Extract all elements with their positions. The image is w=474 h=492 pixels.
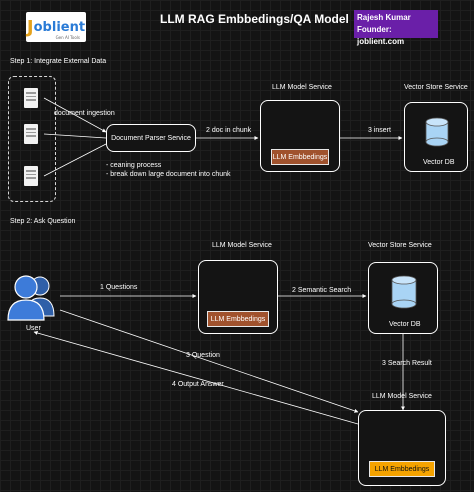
- vector-db-label-2: Vector DB: [389, 321, 421, 328]
- llm-model-service-2: LLM Embbedings: [198, 260, 278, 334]
- database-icon: [425, 117, 449, 147]
- note-cleaning: - ceaning process: [106, 162, 162, 169]
- llm-service-title-3: LLM Model Service: [372, 393, 432, 400]
- vector-store-title-2: Vector Store Service: [368, 242, 432, 249]
- llm-embeddings-1: LLM Embbedings: [271, 149, 329, 165]
- founder-text: Founder: joblient.com: [357, 25, 405, 46]
- llm-model-service-1: LLM Embbedings: [260, 100, 340, 172]
- edge-doc-mid: [43, 133, 107, 139]
- document-parser-service: Document Parser Service: [106, 124, 196, 152]
- llm-service-title-2: LLM Model Service: [212, 242, 272, 249]
- logo-text: oblient: [33, 19, 86, 35]
- founder-box: Rajesh Kumar Founder: joblient.com: [354, 10, 438, 46]
- label-doc-in-chunk: 2 doc in chunk: [206, 127, 252, 134]
- vector-db-label-1: Vector DB: [423, 159, 455, 166]
- label-output-answer: 4 Output Answer: [172, 381, 224, 388]
- logo-subtitle: Gen AI Tools: [55, 35, 80, 40]
- document-icon: [24, 166, 38, 186]
- step1-title: Step 1: Integrate External Data: [10, 58, 107, 65]
- edge-doc-bottom: [43, 143, 107, 177]
- llm-embeddings-2: LLM Embbedings: [207, 311, 269, 327]
- label-insert: 3 insert: [368, 127, 391, 134]
- document-icon: [24, 88, 38, 108]
- database-icon: [391, 275, 417, 309]
- vector-store-service-2: Vector DB: [368, 262, 438, 334]
- vector-store-title-1: Vector Store Service: [404, 84, 468, 91]
- llm-service-title-1: LLM Model Service: [272, 84, 332, 91]
- user-group-icon: [7, 275, 55, 321]
- edge-doc-ingestion: [43, 97, 107, 133]
- vector-store-service-1: Vector DB: [404, 102, 468, 172]
- document-icon: [24, 124, 38, 144]
- diagram-title: LLM RAG Embbedings/QA Model: [160, 12, 349, 26]
- edge-question-to-llm: [59, 309, 359, 413]
- step2-title: Step 2: Ask Question: [10, 218, 76, 225]
- note-chunking: - break down large document into chunk: [106, 171, 231, 178]
- llm-model-service-3: LLM Embbedings: [358, 410, 446, 486]
- document-group: [8, 76, 56, 202]
- label-question-3: 3 Question: [186, 352, 220, 359]
- label-questions: 1 Questions: [100, 284, 138, 291]
- user-label: User: [26, 325, 41, 332]
- label-document-ingestion: document ingestion: [54, 110, 115, 117]
- author-name: Rajesh Kumar: [357, 13, 411, 22]
- llm-embeddings-3: LLM Embbedings: [369, 461, 435, 477]
- logo-initial: J: [26, 16, 34, 38]
- label-semantic-search: 2 Semantic Search: [292, 287, 352, 294]
- joblient-logo: J oblient Gen AI Tools: [26, 12, 86, 42]
- parser-label: Document Parser Service: [111, 134, 191, 142]
- edge-output-answer: [33, 331, 359, 425]
- label-search-result: 3 Search Result: [382, 360, 432, 367]
